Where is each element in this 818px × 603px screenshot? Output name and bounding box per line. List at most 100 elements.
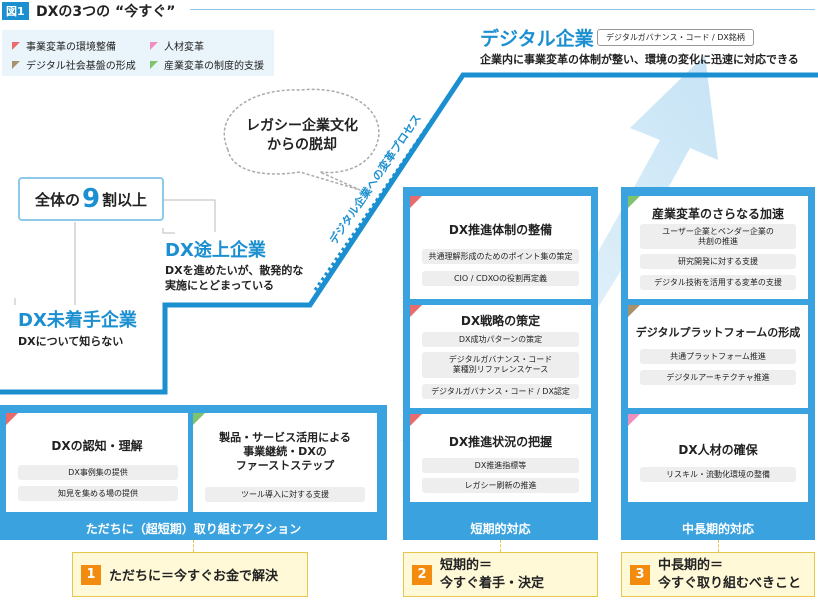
triangle-icon [628, 414, 640, 426]
triangle-icon [410, 196, 422, 208]
number-badge: 2 [412, 564, 432, 585]
desc-line: 実施にとどまっている [165, 279, 275, 293]
title-line: ファーストステップ [235, 458, 335, 472]
action-item: リスキル・流動化環境の整備 [640, 467, 796, 482]
bubble-text: レガシー企業文化 からの脱却 [232, 117, 372, 155]
panel-footer: 短期的対応 [470, 522, 531, 536]
number-badge: 3 [630, 564, 650, 585]
triangle-icon [150, 41, 158, 50]
triangle-icon [150, 60, 158, 69]
result-line: 短期的＝ [440, 557, 493, 573]
triangle-icon [12, 60, 20, 69]
step-line [0, 72, 818, 395]
legend-item: 産業変革の制度的支援 [150, 57, 264, 72]
action-card: DX人材の確保 リスキル・流動化環境の整備 [628, 414, 808, 502]
action-item: 共通理解形成のためのポイント集の策定 [422, 249, 579, 264]
legend: 事業変革の環境整備 人材変革 デジタル社会基盤の形成 産業変革の制度的支援 [2, 30, 274, 76]
digital-company-desc: 企業内に事業変革の体制が整い、環境の変化に迅速に対応できる [480, 53, 799, 66]
action-item: デジタル技術を活用する変革の支援 [640, 275, 796, 290]
triangle-icon [628, 196, 640, 208]
triangle-icon [12, 41, 20, 50]
dotted-path [313, 107, 442, 291]
big-arrow [395, 55, 718, 452]
speech-bubble [223, 88, 380, 191]
digital-company-tag: デジタルガバナンス・コード / DX銘柄 [597, 29, 754, 46]
action-card: デジタルプラットフォームの形成 共通プラットフォーム推進 デジタルアーキテクチャ… [628, 305, 808, 408]
action-item: 共通プラットフォーム推進 [640, 349, 796, 364]
triangle-icon [6, 413, 18, 425]
action-item: レガシー刷新の推進 [422, 478, 579, 493]
connector-line [162, 228, 175, 234]
card-title: DX戦略の策定 [460, 314, 541, 328]
action-item: DX成功パターンの策定 [422, 332, 579, 347]
card-title: DX人材の確保 [678, 443, 758, 457]
title-rule [190, 9, 815, 10]
result-connector [500, 540, 501, 552]
dx-progress-title: DX途上企業 [165, 240, 266, 261]
action-item: DX事例集の提供 [18, 465, 178, 480]
result-text: 中長期的＝ 今すぐ取り組むべきこと [658, 557, 801, 592]
result-box-immediate: 1 ただちに＝今すぐお金で解決 [72, 552, 308, 597]
result-connector [193, 540, 194, 552]
result-box-short: 2 短期的＝ 今すぐ着手・決定 [403, 552, 598, 597]
desc-line: DXを進めたいが、散発的な [165, 264, 304, 277]
number-badge: 1 [81, 564, 101, 585]
card-title: DX推進状況の把握 [448, 435, 553, 449]
legend-label: 産業変革の制度的支援 [164, 61, 264, 72]
stat-suffix: 割以上 [102, 190, 148, 209]
legend-item: デジタル社会基盤の形成 [12, 57, 136, 72]
action-card: 製品・サービス活用による 事業継続・DXの ファーストステップ ツール導入に対す… [193, 413, 377, 512]
result-line: 中長期的＝ [658, 557, 724, 573]
result-box-mid: 3 中長期的＝ 今すぐ取り組むべきこと [621, 552, 815, 597]
triangle-icon [410, 414, 422, 426]
panel-footer: 中長期的対応 [681, 522, 754, 536]
legend-label: 人材変革 [164, 42, 204, 53]
action-item: ユーザー企業とベンダー企業の 共創の推進 [640, 224, 796, 249]
legend-label: デジタル社会基盤の形成 [26, 61, 136, 72]
result-connector [718, 540, 719, 552]
dx-notstarted-title: DX未着手企業 [18, 310, 137, 331]
figure-title: DXの3つの “今すぐ” [36, 4, 176, 20]
immediate-panel: DXの認知・理解 DX事例集の提供 知見を集める場の提供 製品・サービス活用によ… [0, 405, 387, 540]
action-card: DX推進体制の整備 共通理解形成のためのポイント集の策定 CIO / CDXOの… [410, 196, 591, 299]
action-card: 産業変革のさらなる加速 ユーザー企業とベンダー企業の 共創の推進 研究開発に対す… [628, 196, 808, 299]
legend-item: 人材変革 [150, 38, 204, 53]
dx-notstarted-desc: DXについて知らない [18, 335, 124, 348]
card-title: 産業変革のさらなる加速 [651, 207, 784, 221]
dx-progress-desc: DXを進めたいが、散発的な 実施にとどまっている [165, 263, 303, 294]
action-item: DX推進指標等 [422, 458, 579, 473]
result-text: 短期的＝ 今すぐ着手・決定 [440, 557, 544, 592]
action-item: デジタルガバナンス・コード 業種別リファレンスケース [422, 352, 579, 378]
legend-label: 事業変革の環境整備 [26, 42, 116, 53]
digital-company-title: デジタル企業 [480, 28, 594, 50]
action-item: デジタルアーキテクチャ推進 [640, 370, 796, 385]
triangle-icon [193, 413, 205, 425]
short-term-panel: DX推進体制の整備 共通理解形成のためのポイント集の策定 CIO / CDXOの… [403, 187, 598, 540]
result-line: 今すぐ着手・決定 [440, 575, 545, 591]
action-item: 研究開発に対する支援 [640, 254, 796, 269]
stat-number: 9 [81, 184, 101, 214]
card-title: デジタルプラットフォームの形成 [635, 326, 801, 339]
action-card: DXの認知・理解 DX事例集の提供 知見を集める場の提供 [6, 413, 188, 512]
result-line: 今すぐ取り組むべきこと [658, 575, 802, 591]
connector-line [160, 199, 216, 232]
card-title: 製品・サービス活用による 事業継続・DXの ファーストステップ [193, 431, 377, 472]
action-card: DX推進状況の把握 DX推進指標等 レガシー刷新の推進 [410, 414, 591, 502]
triangle-icon [410, 305, 422, 317]
action-item: 知見を集める場の提供 [18, 486, 178, 501]
action-card: DX戦略の策定 DX成功パターンの策定 デジタルガバナンス・コード 業種別リファ… [410, 305, 591, 408]
action-item: CIO / CDXOの役割再定義 [422, 271, 579, 286]
action-item: ツール導入に対する支援 [205, 487, 365, 502]
stat-prefix: 全体の [34, 190, 80, 209]
action-item: デジタルガバナンス・コード / DX認定 [422, 384, 579, 399]
title-line: 製品・サービス活用による [219, 431, 351, 444]
legend-item: 事業変革の環境整備 [12, 38, 116, 53]
bubble-line: レガシー企業文化 [246, 118, 358, 134]
mid-term-panel: 産業変革のさらなる加速 ユーザー企業とベンダー企業の 共創の推進 研究開発に対す… [621, 187, 815, 540]
card-title: DX推進体制の整備 [448, 223, 553, 237]
panel-footer: ただちに（超短期）取り組むアクション [85, 522, 302, 536]
result-text: ただちに＝今すぐお金で解決 [109, 569, 279, 584]
card-title: DXの認知・理解 [51, 439, 143, 453]
